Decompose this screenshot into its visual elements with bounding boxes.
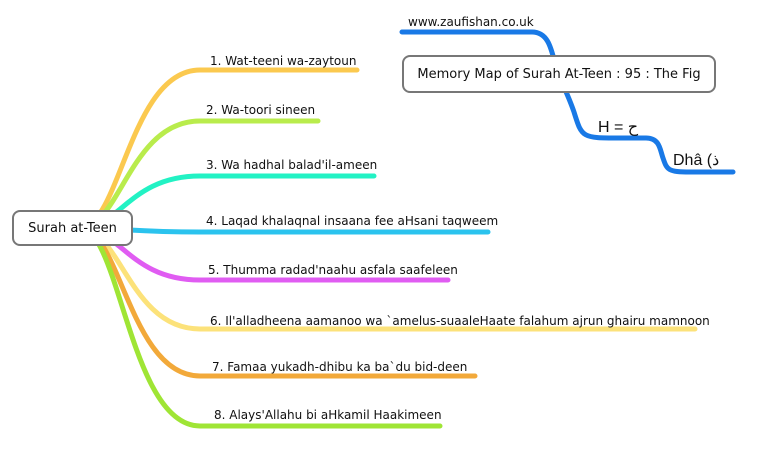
branch-label-7: 7. Famaa yukadh-dhibu ka ba`du bid-deen — [212, 360, 468, 374]
title-node-label: Memory Map of Surah At-Teen : 95 : The F… — [417, 66, 701, 82]
branch-label-3: 3. Wa hadhal balad'il-ameen — [206, 158, 378, 172]
branch-label-5: 5. Thumma radad'naahu asfala saafeleen — [208, 263, 458, 277]
branch-label-1: 1. Wat-teeni wa-zaytoun — [210, 54, 357, 68]
branch-label-8: 8. Alays'Allahu bi aHkamil Haakimeen — [214, 408, 442, 422]
branch-label-2: 2. Wa-toori sineen — [206, 103, 316, 117]
branch-connector-1 — [77, 67, 360, 231]
website-label: www.zaufishan.co.uk — [408, 15, 534, 29]
central-node-label: Surah at-Teen — [28, 220, 117, 236]
letter-dh-label: Dhâ (ذ — [673, 152, 720, 169]
letter-h-label: H = ح — [598, 119, 639, 136]
branch-connector-4 — [77, 225, 491, 235]
branch-label-4: 4. Laqad khalaqnal insaana fee aHsani ta… — [206, 214, 499, 228]
title-node[interactable]: Memory Map of Surah At-Teen : 95 : The F… — [402, 55, 716, 93]
central-node[interactable]: Surah at-Teen — [12, 210, 133, 246]
branch-label-6: 6. Il'alladheena aamanoo wa `amelus-suaa… — [210, 314, 710, 328]
